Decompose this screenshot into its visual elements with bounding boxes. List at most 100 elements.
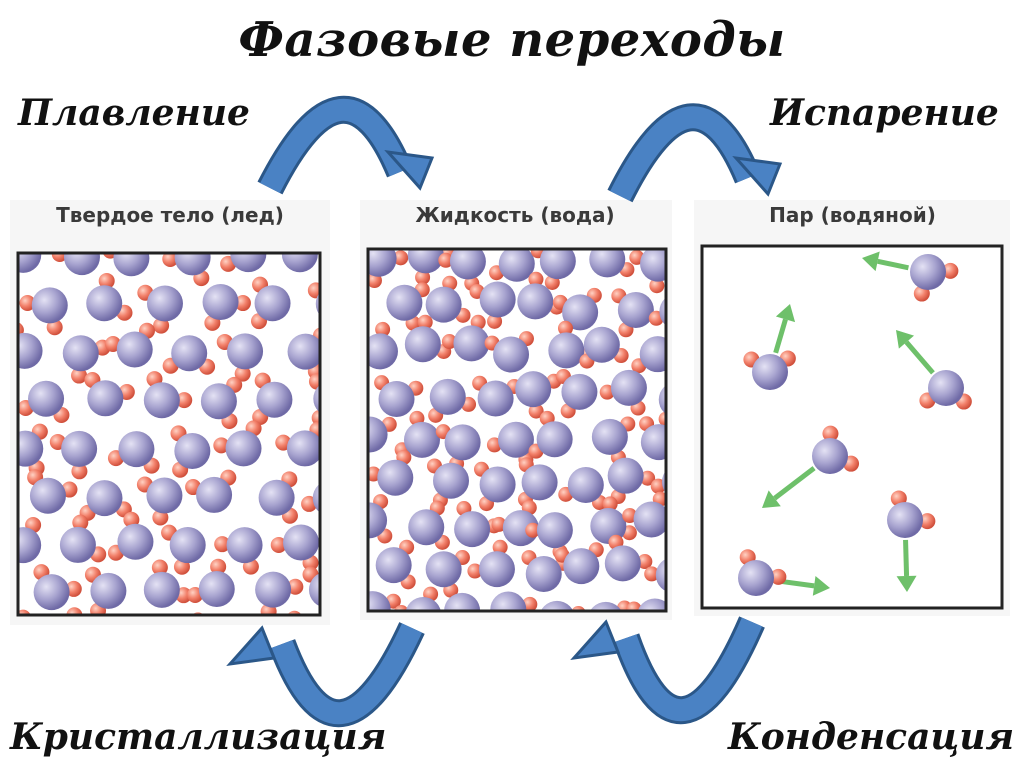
oxygen-atom xyxy=(226,527,263,564)
oxygen-atom xyxy=(118,431,155,468)
motion-arrow-shaft xyxy=(904,340,935,375)
oxygen-atom xyxy=(378,381,415,418)
water-molecule xyxy=(368,416,397,453)
oxygen-atom xyxy=(258,479,295,516)
oxygen-atom xyxy=(227,333,264,370)
oxygen-atom xyxy=(477,380,514,417)
gas-panel-frame xyxy=(700,244,1004,610)
hydrogen-atom xyxy=(344,283,360,299)
water-molecule xyxy=(255,571,304,615)
condensation-arrow-head xyxy=(570,619,621,661)
water-molecule xyxy=(738,549,787,596)
oxygen-atom xyxy=(633,501,666,538)
evaporation-label: Испарение xyxy=(770,92,999,134)
oxygen-atom xyxy=(230,253,267,273)
water-molecule xyxy=(639,416,687,461)
hydrogen-atom xyxy=(550,633,565,648)
water-molecule xyxy=(137,284,183,334)
oxygen-atom xyxy=(255,571,292,608)
oxygen-atom xyxy=(640,249,666,282)
water-molecule xyxy=(368,591,401,611)
water-molecule xyxy=(200,376,243,429)
hydrogen-atom xyxy=(109,651,125,667)
oxygen-atom xyxy=(403,421,440,458)
oxygen-atom xyxy=(117,523,154,560)
oxygen-atom xyxy=(33,574,70,611)
water-molecule xyxy=(258,471,298,524)
oxygen-atom xyxy=(655,558,666,592)
water-molecule xyxy=(84,372,135,417)
water-molecule xyxy=(469,281,516,329)
water-molecule xyxy=(425,275,471,323)
hydrogen-atom xyxy=(658,411,666,427)
oxygen-atom xyxy=(479,466,516,503)
melting-arrow-body xyxy=(260,99,411,193)
oxygen-atom xyxy=(429,378,466,415)
water-molecule xyxy=(49,430,98,480)
hydrogen-atom xyxy=(32,642,48,658)
water-molecule xyxy=(467,539,515,588)
hydrogen-atom xyxy=(467,563,483,579)
hydrogen-atom xyxy=(335,509,351,525)
oxygen-atom xyxy=(59,526,96,563)
oxygen-atom xyxy=(116,331,153,368)
water-molecule xyxy=(202,284,251,331)
hydrogen-atom xyxy=(672,427,687,442)
oxygen-atom xyxy=(405,596,441,611)
water-molecule xyxy=(275,421,320,467)
oxygen-atom xyxy=(752,354,788,390)
water-molecule xyxy=(919,370,972,410)
oxygen-atom xyxy=(639,336,666,373)
crystallization-label: Кристаллизация xyxy=(10,716,387,758)
hydrogen-atom xyxy=(151,559,168,576)
oxygen-atom xyxy=(607,457,644,494)
water-molecule xyxy=(308,373,320,426)
oxygen-atom xyxy=(617,291,654,328)
hydrogen-atom xyxy=(672,546,687,561)
hydrogen-atom xyxy=(637,554,653,570)
hydrogen-atom xyxy=(471,618,486,633)
hydrogen-atom xyxy=(339,571,355,587)
oxygen-atom xyxy=(548,332,585,369)
water-molecule xyxy=(109,625,161,667)
oxygen-atom xyxy=(589,249,626,278)
hydrogen-atom xyxy=(210,558,227,575)
motion-arrow-head xyxy=(762,490,781,508)
water-molecule xyxy=(18,380,70,423)
water-molecule xyxy=(214,527,263,575)
solid-molecules xyxy=(2,253,360,667)
water-molecule xyxy=(517,457,558,507)
water-molecule xyxy=(489,249,535,282)
page-title: Фазовые переходы xyxy=(238,12,786,68)
water-molecule xyxy=(270,524,320,571)
water-molecule xyxy=(51,253,100,276)
hydrogen-atom xyxy=(640,470,656,486)
oxygen-atom xyxy=(404,326,441,363)
liquid-molecules xyxy=(368,249,687,648)
oxygen-atom xyxy=(146,477,183,514)
oxygen-atom xyxy=(18,527,42,564)
motion-arrow-head xyxy=(896,330,915,349)
oxygen-atom xyxy=(498,249,535,282)
evaporation-arrow-head xyxy=(732,155,783,197)
hydrogen-atom xyxy=(649,278,665,294)
oxygen-atom xyxy=(928,370,964,406)
water-molecule xyxy=(368,321,398,370)
water-molecule xyxy=(626,598,666,611)
water-molecule xyxy=(143,559,192,608)
liquid-panel-frame xyxy=(366,247,668,613)
water-molecule xyxy=(622,491,666,538)
oxygen-atom xyxy=(637,598,666,611)
oxygen-atom xyxy=(28,380,65,417)
water-molecule xyxy=(386,282,430,331)
oxygen-atom xyxy=(174,432,211,469)
hydrogen-atom xyxy=(330,626,346,642)
hydrogen-atom xyxy=(71,367,88,384)
oxygen-atom xyxy=(2,622,38,658)
oxygen-atom xyxy=(286,430,320,467)
oxygen-atom xyxy=(368,249,397,277)
oxygen-atom xyxy=(910,254,946,290)
oxygen-atom xyxy=(479,281,516,318)
hydrogen-atom xyxy=(19,294,36,311)
oxygen-atom xyxy=(225,430,262,467)
